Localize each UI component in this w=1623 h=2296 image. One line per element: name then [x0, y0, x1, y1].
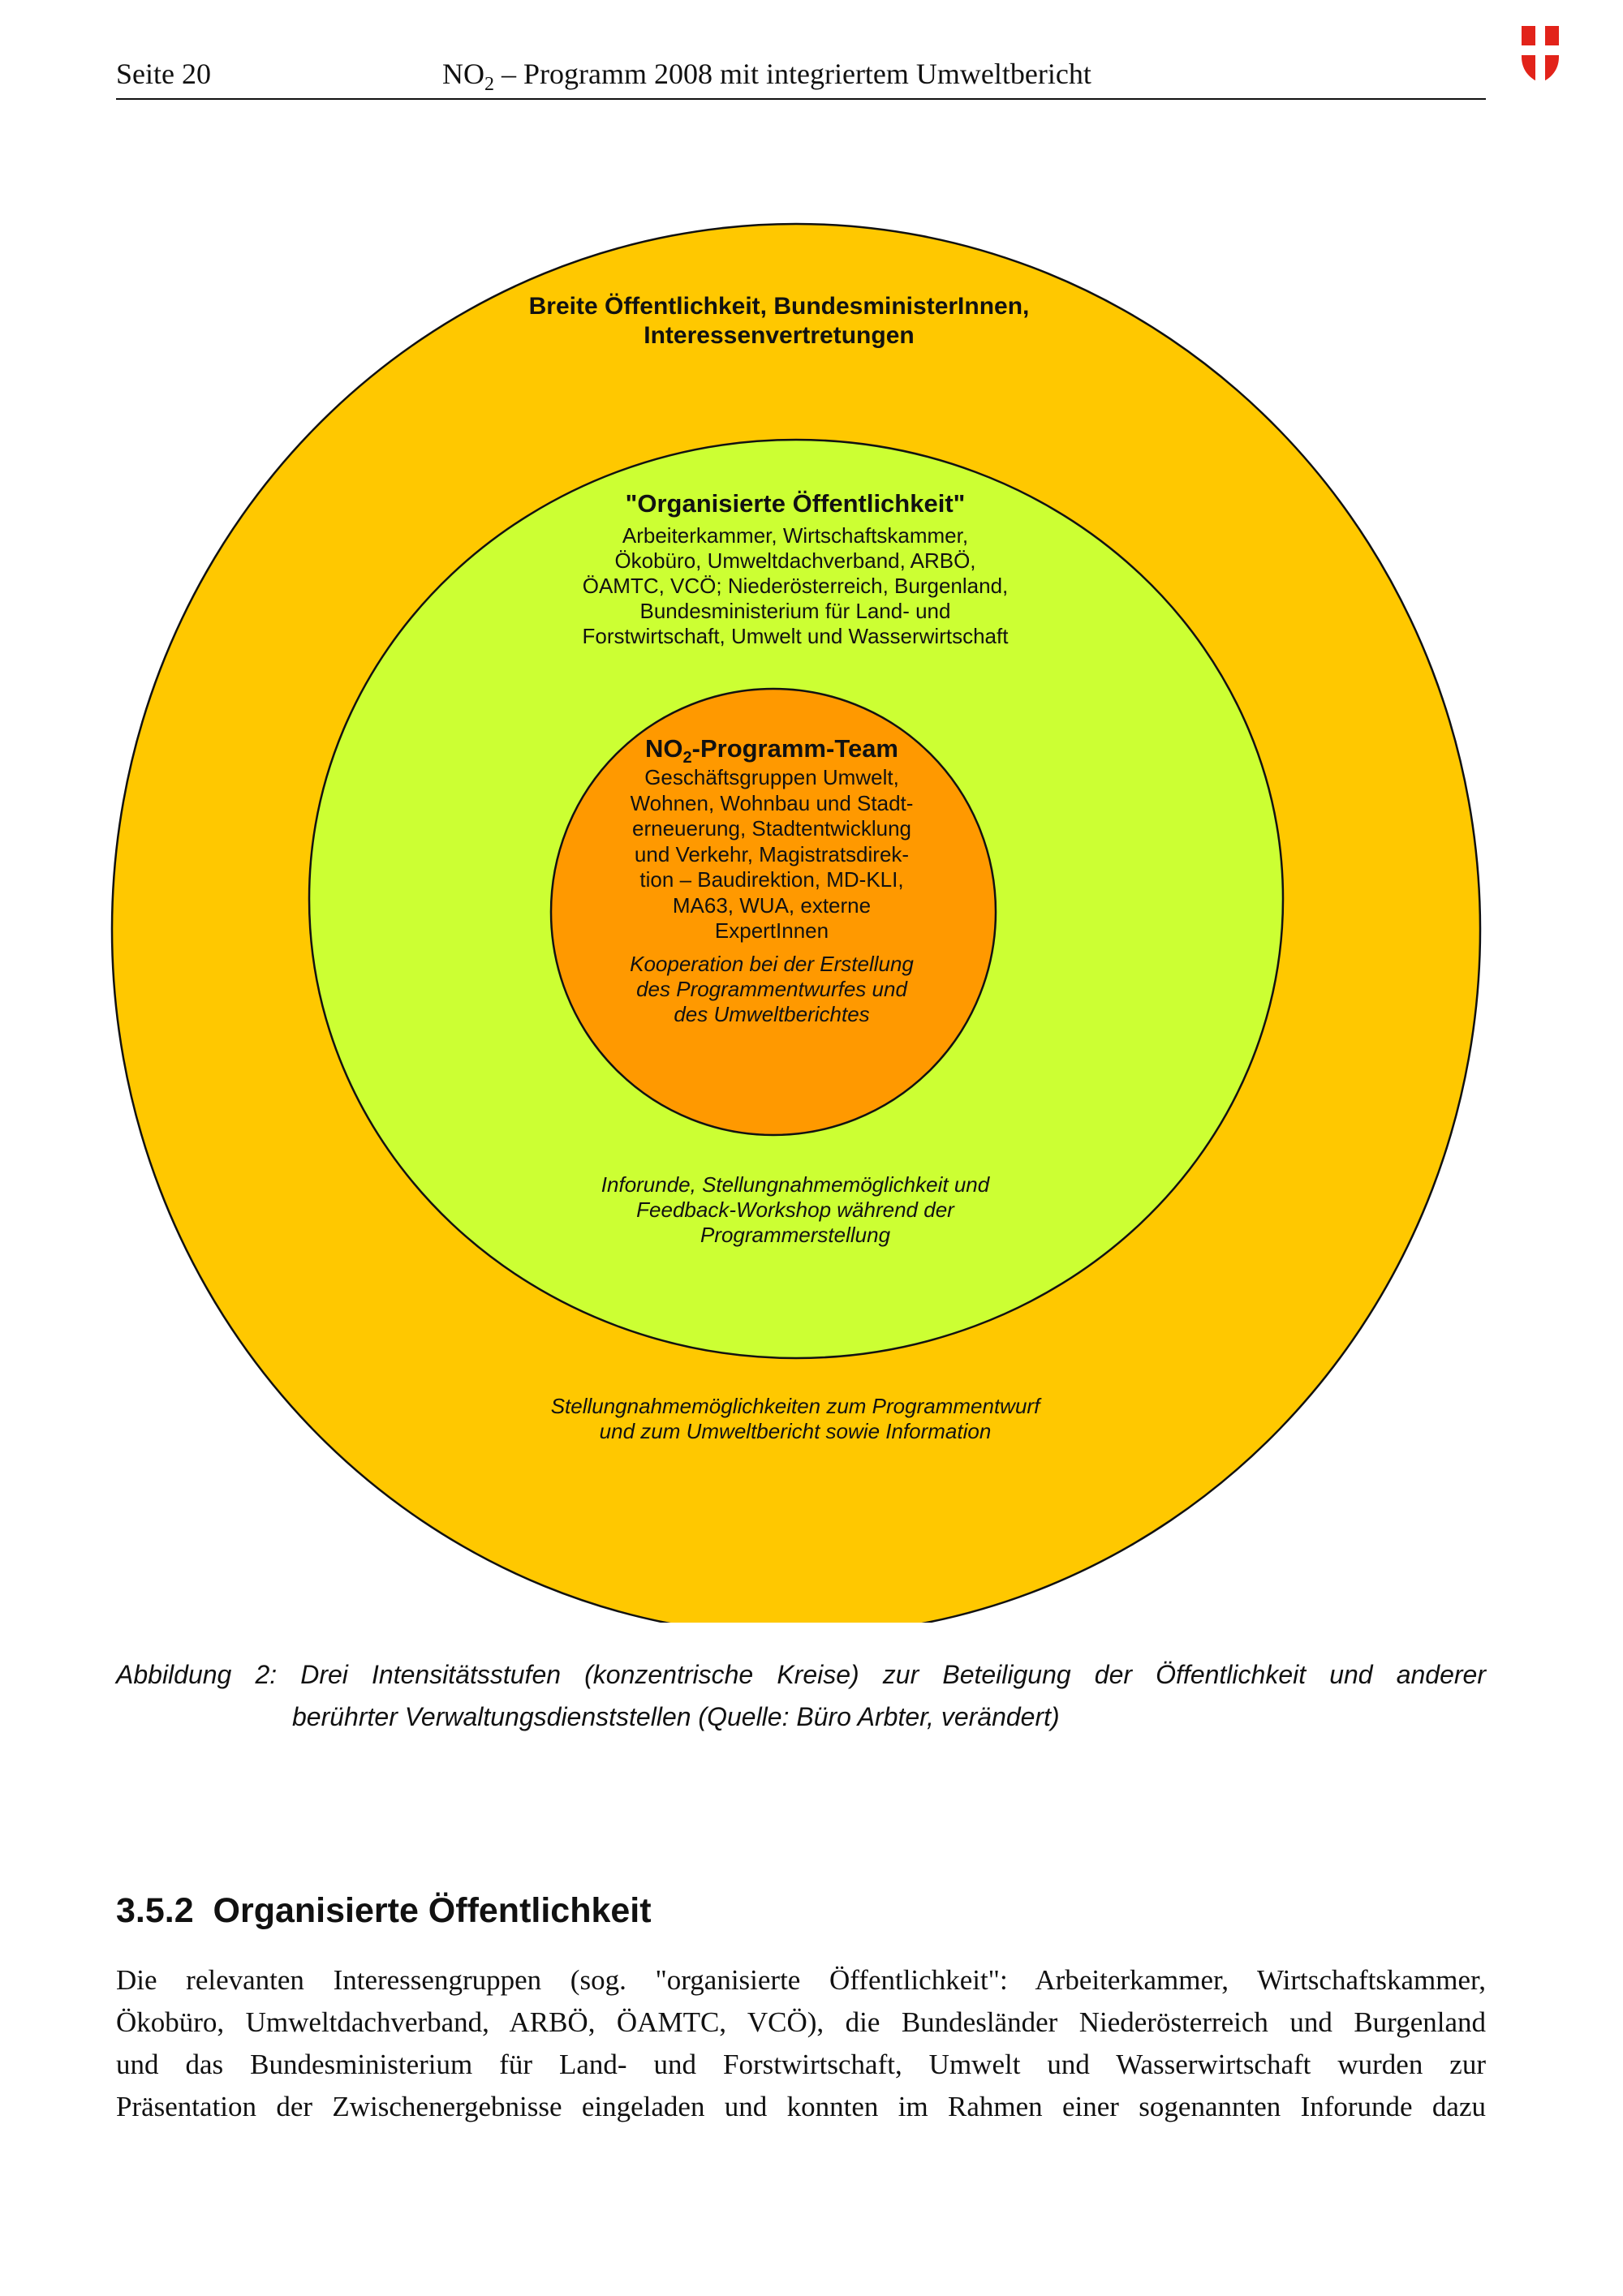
member-line: Bundesministerium für Land- und [639, 599, 951, 623]
title-prefix: NO [442, 58, 484, 90]
caption-line: Abbildung 2: Drei Intensitätsstufen (kon… [116, 1660, 1486, 1689]
title-subscript: 2 [484, 74, 494, 96]
member-line: Wohnen, Wohnbau und Stadt- [630, 790, 914, 815]
document-title: NO2 – Programm 2008 mit integriertem Umw… [442, 57, 1091, 96]
section-title: Organisierte Öffentlichkeit [213, 1891, 652, 1930]
inner-title-subscript: 2 [682, 749, 692, 767]
section-heading: 3.5.2 Organisierte Öffentlichkeit [116, 1891, 652, 1931]
inner-circle-role: Kooperation bei der Erstellung des Progr… [0, 952, 1583, 1027]
member-line: MA63, WUA, externe [672, 892, 872, 918]
inner-circle-title: NO2-Programm-Team [0, 733, 1583, 767]
middle-circle-role: Inforunde, Stellungnahmemöglichkeit und … [0, 1172, 1607, 1248]
paragraph-line: Präsentation der Zwischenergebnisse eing… [116, 2091, 1486, 2122]
outer-circle-role: Stellungnahmemöglichkeiten zum Programme… [0, 1394, 1607, 1444]
outer-title-line: Breite Öffentlichkeit, BundesministerInn… [528, 293, 1030, 320]
role-line: des Programmentwurfes und [636, 977, 907, 1001]
vienna-crest-icon [1522, 26, 1559, 83]
header-rule [116, 98, 1486, 100]
middle-circle-title: "Organisierte Öffentlichkeit" [625, 489, 966, 518]
inner-title-prefix: NO [645, 734, 683, 763]
caption-line: berührter Verwaltungsdienststellen (Quel… [292, 1702, 1060, 1731]
body-paragraph: Die relevanten Interessengruppen (sog. "… [116, 1959, 1486, 2128]
member-line: tion – Baudirektion, MD-KLI, [639, 867, 904, 892]
figure-caption: Abbildung 2: Drei Intensitätsstufen (kon… [116, 1653, 1486, 1738]
member-line: erneuerung, Stadtentwicklung [631, 816, 911, 841]
outer-circle-title: Breite Öffentlichkeit, BundesministerInn… [0, 292, 1591, 350]
section-number: 3.5.2 [116, 1891, 194, 1930]
member-line: ExpertInnen [714, 918, 829, 943]
member-line: Forstwirtschaft, Umwelt und Wasserwirtsc… [582, 624, 1009, 648]
paragraph-line: Ökobüro, Umweltdachverband, ARBÖ, ÖAMTC,… [116, 2006, 1486, 2038]
concentric-circles-diagram [111, 223, 1481, 1623]
title-suffix: – Programm 2008 mit integriertem Umweltb… [494, 58, 1091, 90]
role-line: Feedback-Workshop während der [636, 1197, 954, 1222]
role-line: Inforunde, Stellungnahmemöglichkeit und [601, 1172, 990, 1197]
member-line: und Verkehr, Magistratsdirek- [634, 841, 910, 866]
role-line: und zum Umweltbericht sowie Information [599, 1419, 992, 1443]
member-line: ÖAMTC, VCÖ; Niederösterreich, Burgenland… [582, 574, 1009, 598]
role-line: des Umweltberichtes [674, 1002, 870, 1026]
outer-title-line: Interessenvertretungen [644, 322, 915, 349]
paragraph-line: und das Bundesministerium für Land- und … [116, 2049, 1486, 2080]
member-line: Arbeiterkammer, Wirtschaftskammer, [622, 523, 969, 548]
member-line: Geschäftsgruppen Umwelt, [644, 765, 899, 789]
inner-circle-members: Geschäftsgruppen Umwelt, Wohnen, Wohnbau… [0, 765, 1583, 944]
role-line: Stellungnahmemöglichkeiten zum Programme… [550, 1394, 1040, 1418]
inner-circle [549, 687, 997, 1137]
page-number: Seite 20 [116, 58, 211, 90]
role-line: Programmerstellung [700, 1223, 891, 1247]
inner-title-suffix: -Programm-Team [691, 734, 898, 763]
member-line: Ökobüro, Umweltdachverband, ARBÖ, [614, 548, 976, 573]
paragraph-line: Die relevanten Interessengruppen (sog. "… [116, 1964, 1486, 1996]
middle-circle-members: Arbeiterkammer, Wirtschaftskammer, Ökobü… [0, 523, 1607, 649]
role-line: Kooperation bei der Erstellung [630, 952, 914, 976]
